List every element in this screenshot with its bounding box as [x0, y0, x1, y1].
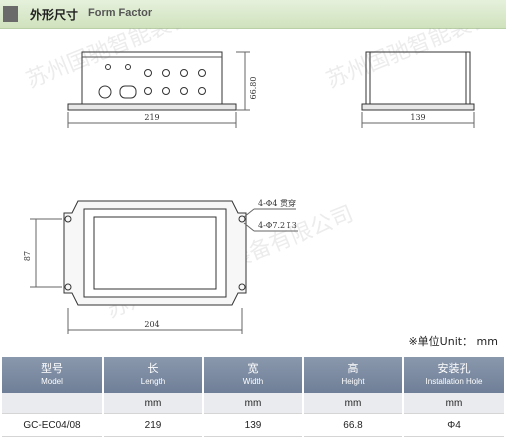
side-width-label: 139	[410, 113, 425, 122]
mount-hole	[238, 283, 246, 291]
bottom-inner-panel	[93, 216, 217, 290]
table-cell: GC-EC04/08	[2, 414, 102, 437]
dc-port	[119, 85, 137, 99]
section-title-en: Form Factor	[88, 7, 153, 19]
dimension-drawing: 苏州国驰智能装备有限公司 苏州国驰智能装备有限公司 苏州国驰智能装备有限公司 6…	[23, 28, 506, 334]
side-view	[361, 51, 475, 128]
mount-hole	[238, 215, 246, 223]
table-cell: 66.8	[304, 414, 402, 437]
front-base	[67, 103, 237, 111]
watermark: 苏州国驰智能装备有限公司	[23, 28, 277, 94]
table-cell: mm	[304, 393, 402, 414]
table-cell: mm	[404, 393, 504, 414]
mount-hole	[64, 215, 72, 223]
table-row: GC-EC04/08 219 139 66.8 Φ4	[2, 414, 504, 437]
bottom-height-label: 87	[23, 251, 32, 261]
table-cell	[2, 393, 102, 414]
table-cell: 219	[104, 414, 202, 437]
section-title-cn: 外形尺寸	[30, 8, 79, 22]
table-cell: 139	[204, 414, 302, 437]
table-units-row: mm mm mm mm	[2, 393, 504, 414]
front-view	[67, 51, 250, 128]
watermark: 苏州国驰智能装备有限公司	[323, 28, 506, 94]
hole-note-2: 4-Φ7.2↧3	[258, 221, 297, 230]
bottom-view	[30, 200, 298, 334]
front-height-label: 66.80	[249, 77, 258, 100]
table-cell: Φ4	[404, 414, 504, 437]
hole-note-1: 4-Φ4 贯穿	[258, 198, 296, 208]
table-cell: mm	[104, 393, 202, 414]
power-port	[98, 85, 112, 99]
unit-note: ※单位Unit： mm	[408, 335, 498, 348]
table-cell: mm	[204, 393, 302, 414]
header-marker	[3, 6, 18, 22]
front-width-label: 219	[144, 113, 159, 122]
section-header: 外形尺寸 Form Factor	[0, 0, 506, 29]
side-base	[361, 103, 475, 111]
bottom-width-label: 204	[144, 320, 159, 329]
mount-hole	[64, 283, 72, 291]
